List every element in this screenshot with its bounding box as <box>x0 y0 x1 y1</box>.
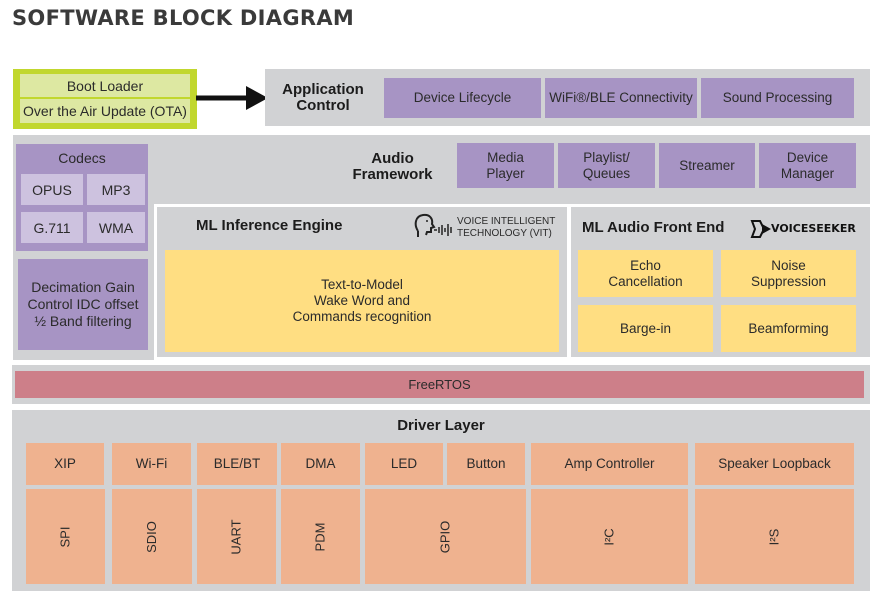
ota-box: Over the Air Update (OTA) <box>20 99 190 123</box>
app-item-connectivity: WiFi®/BLE Connectivity <box>545 78 697 118</box>
app-item-sound-processing: Sound Processing <box>701 78 854 118</box>
codecs-label: Codecs <box>58 150 106 166</box>
driver-item-led: LED <box>365 443 443 485</box>
af-item-device-manager: Device Manager <box>759 143 856 188</box>
af-item-media-player: Media Player <box>457 143 554 188</box>
af-item-line1: Media <box>487 149 524 165</box>
audio-framework-label-line1: Audio <box>371 150 414 167</box>
codec-wma: WMA <box>87 212 145 243</box>
decimation-line3: ½ Band filtering <box>34 313 132 329</box>
driver-item-uart: UART <box>197 489 276 584</box>
driver-item-speaker-loopback: Speaker Loopback <box>695 443 854 485</box>
driver-item-wi-fi: Wi-Fi <box>112 443 191 485</box>
codec-opus: OPUS <box>21 174 83 205</box>
audio-framework-label-line2: Framework <box>352 166 433 183</box>
driver-item-dma: DMA <box>281 443 360 485</box>
afe-noise-suppression: Noise Suppression <box>721 250 856 297</box>
audio-framework-label: Audio Framework <box>335 147 450 187</box>
decimation-line1: Decimation Gain <box>31 279 135 295</box>
voice-head-icon <box>414 213 454 239</box>
driver-item-spi: SPI <box>26 489 105 584</box>
codec-mp3: MP3 <box>87 174 145 205</box>
driver-item-i-c: I²C <box>531 489 688 584</box>
boot-loader-box: Boot Loader <box>20 74 190 97</box>
vit-label-line2: TECHNOLOGY (VIT) <box>457 228 552 239</box>
afe-line1: Echo <box>630 257 661 273</box>
driver-item-xip: XIP <box>26 443 104 485</box>
driver-item-label: GPIO <box>437 520 453 553</box>
driver-item-ble-bt: BLE/BT <box>197 443 277 485</box>
af-item-playlist-queues: Playlist/ Queues <box>558 143 655 188</box>
driver-item-gpio: GPIO <box>365 489 526 584</box>
af-item-line1: Playlist/ <box>583 149 630 165</box>
af-item-line1: Streamer <box>679 157 735 173</box>
afe-line1: Noise <box>771 257 806 273</box>
driver-item-sdio: SDIO <box>112 489 192 584</box>
driver-item-i-s: I²S <box>695 489 854 584</box>
driver-item-label: SDIO <box>143 520 159 553</box>
driver-item-label: SPI <box>57 526 73 547</box>
afe-line2: Cancellation <box>608 273 683 289</box>
af-item-line1: Device <box>786 149 829 165</box>
af-item-line2: Queues <box>582 165 631 181</box>
ml-audio-front-end-label: ML Audio Front End <box>582 219 725 236</box>
af-item-line2: Manager <box>780 165 835 181</box>
vit-label-line1: VOICE INTELLIGENT <box>457 216 556 227</box>
driver-item-pdm: PDM <box>281 489 360 584</box>
application-control-label: Application Control <box>268 74 378 122</box>
afe-barge-in: Barge-in <box>578 305 713 352</box>
af-item-streamer: Streamer <box>659 143 755 188</box>
codec-g711: G.711 <box>21 212 83 243</box>
driver-item-label: PDM <box>312 522 328 551</box>
wake-word-line3: Commands recognition <box>292 309 432 324</box>
af-item-line2: Player <box>486 165 525 181</box>
decimation-line2: Control IDC offset <box>27 296 139 312</box>
arrow-right-icon <box>196 86 268 110</box>
afe-line2: Suppression <box>750 273 827 289</box>
driver-item-label: I²S <box>766 528 782 545</box>
application-control-label-line2: Control <box>296 97 350 114</box>
wake-word-block: Text-to-Model Wake Word and Commands rec… <box>165 250 559 352</box>
ml-inference-label: ML Inference Engine <box>196 217 343 234</box>
voiceseeker-brand: VOICESEEKER <box>771 222 856 235</box>
driver-item-button: Button <box>447 443 525 485</box>
app-item-device-lifecycle: Device Lifecycle <box>384 78 541 118</box>
decimation-block: Decimation Gain Control IDC offset ½ Ban… <box>18 259 148 350</box>
driver-item-amp-controller: Amp Controller <box>531 443 688 485</box>
afe-beamforming: Beamforming <box>721 305 856 352</box>
vit-label: VOICE INTELLIGENT TECHNOLOGY (VIT) <box>457 216 555 240</box>
afe-echo-cancellation: Echo Cancellation <box>578 250 713 297</box>
application-control-label-line1: Application <box>282 81 364 98</box>
driver-layer-label: Driver Layer <box>397 417 485 434</box>
voiceseeker-logo-icon <box>750 219 772 239</box>
wake-word-line2: Wake Word and <box>313 293 411 308</box>
driver-item-label: UART <box>228 518 244 555</box>
freertos-bar: FreeRTOS <box>15 371 864 398</box>
page-title: SOFTWARE BLOCK DIAGRAM <box>12 6 355 30</box>
wake-word-line1: Text-to-Model <box>321 277 403 292</box>
driver-item-label: I²C <box>601 527 617 546</box>
